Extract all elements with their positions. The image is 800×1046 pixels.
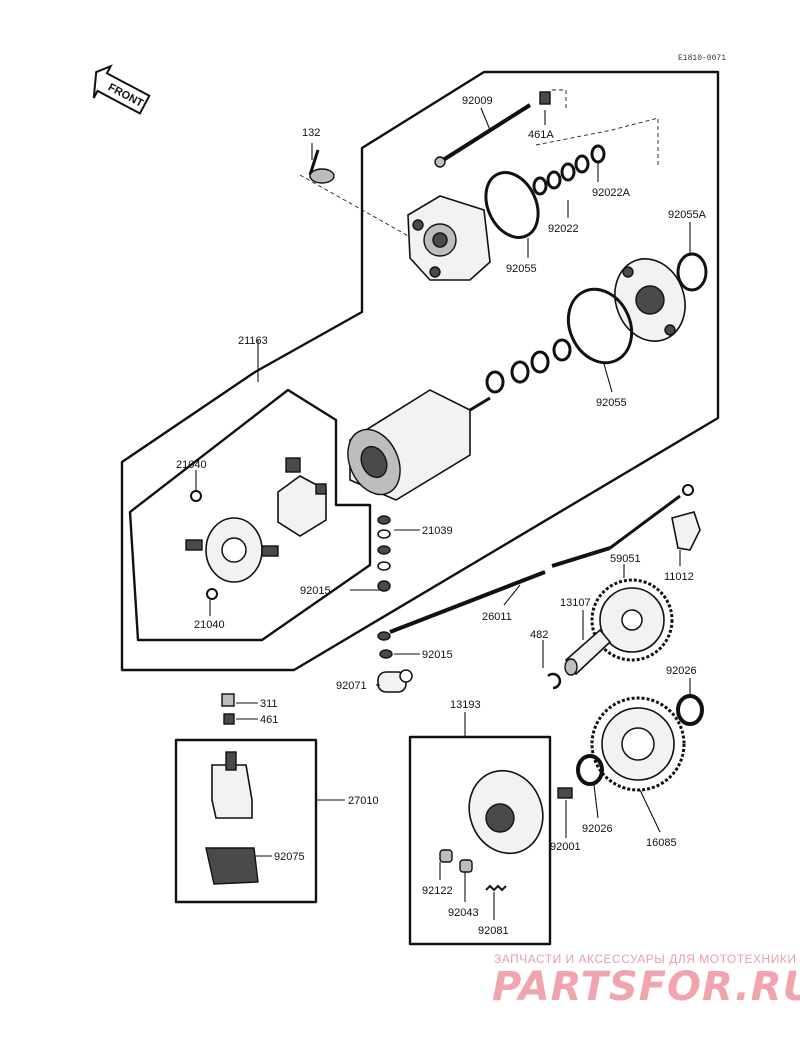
label-92001: 92001: [550, 841, 581, 853]
o-ring-92055-right: [566, 287, 634, 365]
bolt-132: [308, 149, 335, 184]
sprocket-16085: [590, 696, 686, 792]
nut-311: [221, 693, 235, 707]
nut-461: [223, 713, 235, 725]
starter-motor-body: [347, 389, 491, 501]
label-92022: 92022: [548, 223, 579, 235]
label-92009: 92009: [462, 95, 493, 107]
bolt-92001: [557, 787, 573, 799]
label-27010: 27010: [348, 795, 379, 807]
label-132: 132: [302, 127, 320, 139]
spring-92081: [485, 884, 507, 892]
washer-92026-bottom: [576, 754, 604, 786]
spring-21040-bottom: [206, 588, 218, 600]
cable-26011: [389, 484, 694, 634]
label-92022a: 92022A: [592, 187, 631, 199]
washer-92026-top: [676, 694, 704, 726]
label-13107: 13107: [560, 597, 591, 609]
circlip-482: [547, 672, 562, 690]
washers-armature: [485, 338, 572, 394]
label-26011: 26011: [482, 611, 512, 623]
spring-cap-92043: [459, 859, 473, 873]
label-92026-bottom: 92026: [582, 823, 613, 835]
frame-starter-clutch: [408, 735, 552, 946]
label-482: 482: [530, 629, 548, 641]
label-21163: 21163: [238, 335, 268, 347]
frame-solenoid: [174, 738, 318, 904]
spring-21040-top: [190, 490, 202, 502]
washers-92022: [532, 144, 606, 196]
end-cover-rear: [614, 258, 686, 342]
label-92122: 92122: [422, 885, 453, 897]
label-92071: 92071: [336, 680, 367, 692]
label-16085: 16085: [646, 837, 677, 849]
label-92026-top: 92026: [666, 665, 697, 677]
leader-lines: [195, 107, 691, 920]
brush-plate: [277, 457, 327, 537]
label-92015-right: 92015: [422, 649, 453, 661]
o-ring-92055a: [676, 252, 708, 292]
watermark-tagline: ЗАПЧАСТИ И АКСЕССУАРЫ ДЛЯ МОТОТЕХНИКИ: [494, 952, 796, 966]
brush-holder: [185, 517, 279, 583]
reference-code: E1810-0071: [678, 54, 726, 63]
frame-starter-assembly: [120, 70, 720, 672]
bolt-92009: [434, 103, 532, 168]
solenoid-body: [211, 751, 253, 819]
label-13193: 13193: [450, 699, 481, 711]
label-92043: 92043: [448, 907, 479, 919]
label-92015-left: 92015: [300, 585, 331, 597]
label-11012: 11012: [664, 571, 694, 583]
label-461a: 461A: [528, 129, 554, 141]
label-92081: 92081: [478, 925, 509, 937]
gear-59051: [590, 578, 674, 662]
nut-461a: [539, 91, 551, 105]
label-21040-bottom: 21040: [194, 619, 225, 631]
watermark-logo: PARTSFOR.RU: [492, 964, 800, 1010]
terminal-92071: [377, 669, 413, 693]
starter-clutch-housing: [468, 769, 544, 855]
terminal-cap-11012: [671, 511, 701, 551]
solenoid-cover-92075: [205, 847, 259, 885]
label-21039: 21039: [422, 525, 453, 537]
shaft-13107: [564, 628, 612, 676]
o-ring-92055-top: [484, 171, 540, 239]
washers-92015: [377, 515, 393, 659]
front-arrow-icon: FRONT: [92, 64, 151, 115]
roller-92122: [439, 849, 453, 863]
label-21040-top: 21040: [176, 459, 207, 471]
end-cover-front: [407, 195, 491, 281]
label-59051: 59051: [610, 553, 641, 565]
label-92075: 92075: [274, 851, 305, 863]
label-461: 461: [260, 714, 278, 726]
label-92055a: 92055A: [668, 209, 707, 221]
label-311: 311: [260, 698, 278, 710]
label-92055-top: 92055: [506, 263, 537, 275]
label-92055-right: 92055: [596, 397, 627, 409]
frame-brush-assembly: [128, 388, 372, 642]
